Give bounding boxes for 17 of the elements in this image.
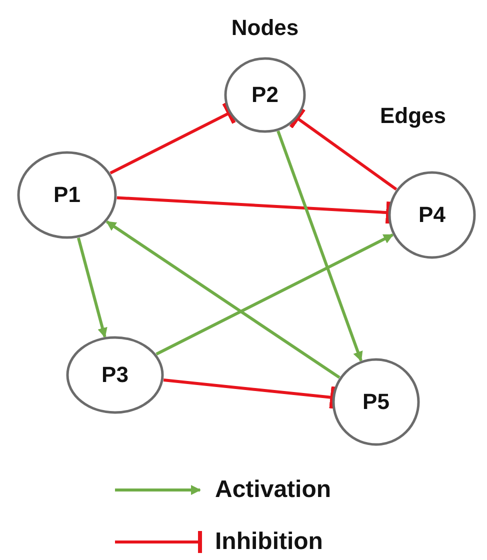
- activation-arrow: [76, 237, 108, 338]
- node-label: P5: [362, 389, 390, 415]
- node-label: P2: [252, 82, 278, 108]
- inhibition-edge: [163, 378, 336, 409]
- node-label: P4: [418, 202, 446, 228]
- node-label: P1: [54, 182, 80, 208]
- activation-arrow: [156, 233, 394, 356]
- node-label: P3: [102, 362, 128, 388]
- inhibition-edge: [110, 102, 236, 174]
- activation-arrow: [106, 220, 340, 379]
- annotation-label: Nodes: [231, 15, 299, 41]
- activation-arrow: [276, 130, 363, 362]
- annotation-label: Edges: [380, 103, 446, 129]
- legend-text: Inhibition: [215, 528, 323, 556]
- inhibition-edge: [289, 108, 398, 191]
- inhibition-edge: [116, 196, 391, 224]
- legend-text: Activation: [215, 476, 332, 504]
